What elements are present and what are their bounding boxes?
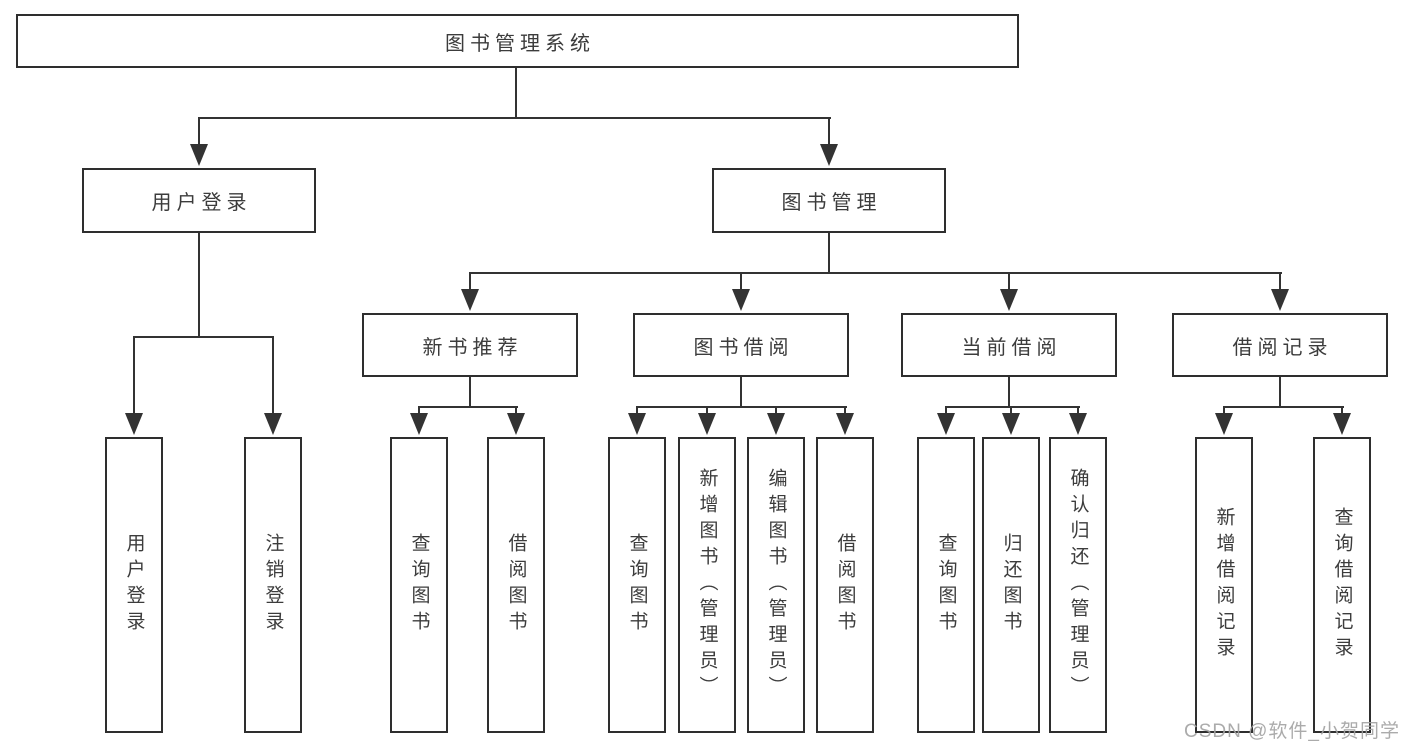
node-bb-borrow-books-label: 借阅图书 <box>834 533 856 637</box>
connector-line <box>775 406 777 418</box>
node-cb-confirm-return-admin: 确认归还（管理员） <box>1049 437 1107 733</box>
connector-line <box>1223 406 1344 408</box>
node-logout-leaf: 注销登录 <box>244 437 302 733</box>
connector-line <box>418 406 518 408</box>
connector-line <box>945 406 1080 408</box>
connector-line <box>706 406 708 418</box>
connector-line <box>1279 272 1281 292</box>
node-cb-confirm-return-admin-label: 确认归还（管理员） <box>1067 468 1089 702</box>
node-bb-edit-books-admin: 编辑图书（管理员） <box>747 437 805 733</box>
node-new-book-recommend: 新书推荐 <box>362 313 578 377</box>
arrow-down-icon <box>767 413 785 435</box>
arrow-down-icon <box>1002 413 1020 435</box>
arrow-down-icon <box>1215 413 1233 435</box>
arrow-down-icon <box>732 289 750 311</box>
node-bb-query-books: 查询图书 <box>608 437 666 733</box>
node-book-borrowing-label: 图书借阅 <box>693 336 794 359</box>
node-cb-query-books-label: 查询图书 <box>935 533 957 637</box>
arrow-down-icon <box>264 413 282 435</box>
connector-line <box>469 272 471 292</box>
node-cb-return-books-label: 归还图书 <box>1000 533 1022 637</box>
node-user-login-label: 用户登录 <box>151 192 252 214</box>
connector-line <box>418 406 420 418</box>
node-user-login: 用户登录 <box>82 168 316 233</box>
arrow-down-icon <box>410 413 428 435</box>
node-logout-leaf-label: 注销登录 <box>262 533 284 637</box>
connector-line <box>828 233 830 274</box>
arrow-down-icon <box>1271 289 1289 311</box>
node-br-add-record-label: 新增借阅记录 <box>1213 507 1235 663</box>
connector-line <box>198 117 831 119</box>
node-book-borrowing: 图书借阅 <box>633 313 849 377</box>
connector-line <box>828 117 830 147</box>
node-br-query-record-label: 查询借阅记录 <box>1331 507 1353 663</box>
node-br-query-record: 查询借阅记录 <box>1313 437 1371 733</box>
connector-line <box>133 336 135 416</box>
arrow-down-icon <box>820 144 838 166</box>
node-nb-borrow-books: 借阅图书 <box>487 437 545 733</box>
connector-line <box>1341 406 1343 418</box>
node-bb-query-books-label: 查询图书 <box>626 533 648 637</box>
arrow-down-icon <box>507 413 525 435</box>
node-user-login-leaf: 用户登录 <box>105 437 163 733</box>
connector-line <box>1279 377 1281 408</box>
arrow-down-icon <box>1000 289 1018 311</box>
node-nb-query-books-label: 查询图书 <box>408 533 430 637</box>
csdn-watermark: CSDN @软件_小贺同学 <box>1184 721 1400 742</box>
node-borrow-records: 借阅记录 <box>1172 313 1388 377</box>
arrow-down-icon <box>1069 413 1087 435</box>
node-bb-borrow-books: 借阅图书 <box>816 437 874 733</box>
arrow-down-icon <box>461 289 479 311</box>
node-book-management: 图书管理 <box>712 168 946 233</box>
node-borrow-records-label: 借阅记录 <box>1232 336 1333 359</box>
connector-line <box>515 406 517 418</box>
arrow-down-icon <box>1333 413 1351 435</box>
connector-line <box>272 336 274 416</box>
node-current-borrowing: 当前借阅 <box>901 313 1117 377</box>
connector-line <box>1008 272 1010 292</box>
connector-line <box>740 272 742 292</box>
node-bb-add-books-admin: 新增图书（管理员） <box>678 437 736 733</box>
arrow-down-icon <box>698 413 716 435</box>
node-cb-query-books: 查询图书 <box>917 437 975 733</box>
arrow-down-icon <box>125 413 143 435</box>
node-user-login-leaf-label: 用户登录 <box>123 533 145 637</box>
node-current-borrowing-label: 当前借阅 <box>961 336 1062 359</box>
connector-line <box>740 377 742 408</box>
node-cb-return-books: 归还图书 <box>982 437 1040 733</box>
node-root-system-label: 图书管理系统 <box>445 32 595 55</box>
node-nb-borrow-books-label: 借阅图书 <box>505 533 527 637</box>
node-bb-edit-books-admin-label: 编辑图书（管理员） <box>765 468 787 702</box>
connector-line <box>945 406 947 418</box>
connector-line <box>1010 406 1012 418</box>
node-root-system: 图书管理系统 <box>16 14 1019 68</box>
node-br-add-record: 新增借阅记录 <box>1195 437 1253 733</box>
connector-line <box>198 117 200 147</box>
connector-line <box>1077 406 1079 418</box>
node-bb-add-books-admin-label: 新增图书（管理员） <box>696 468 718 702</box>
arrow-down-icon <box>937 413 955 435</box>
node-nb-query-books: 查询图书 <box>390 437 448 733</box>
connector-line <box>469 377 471 408</box>
arrow-down-icon <box>836 413 854 435</box>
connector-line <box>469 272 1282 274</box>
connector-line <box>636 406 638 418</box>
arrow-down-icon <box>628 413 646 435</box>
node-new-book-recommend-label: 新书推荐 <box>422 336 523 359</box>
connector-line <box>133 336 274 338</box>
connector-line <box>198 233 200 338</box>
connector-line <box>1008 377 1010 408</box>
connector-line <box>844 406 846 418</box>
connector-line <box>1223 406 1225 418</box>
connector-line <box>515 68 517 118</box>
connector-line <box>636 406 847 408</box>
node-book-management-label: 图书管理 <box>781 192 882 214</box>
arrow-down-icon <box>190 144 208 166</box>
